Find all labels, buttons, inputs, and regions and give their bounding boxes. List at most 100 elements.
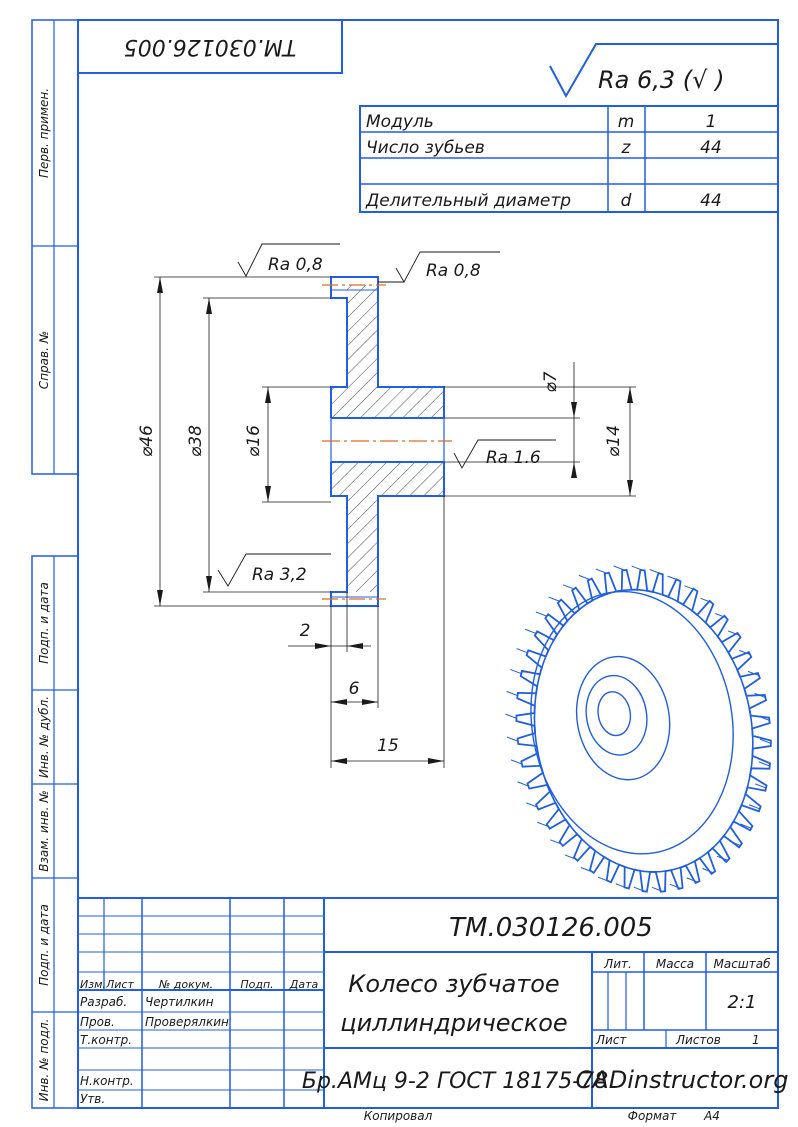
- title-block: Изм. Лист № докум. Подп. Дата Разраб. Че…: [77, 897, 789, 1109]
- tb-role: Н.контр.: [80, 1074, 134, 1088]
- gear-tooth-edge: [700, 597, 712, 603]
- gear-tooth-edge: [517, 781, 529, 787]
- gear-tooth-edge: [702, 868, 714, 874]
- tb-sheets-value: 1: [752, 1033, 760, 1047]
- gear-tooth-edge: [748, 804, 761, 810]
- tb-sheets: Листов: [675, 1033, 721, 1047]
- tb-material: Бр.АМц 9-2 ГОСТ 18175-78: [302, 1069, 608, 1094]
- roughness-r1: Ra 0,8: [268, 255, 323, 275]
- gear-tooth-edge: [631, 565, 643, 571]
- param-value: 44: [700, 138, 722, 158]
- side-labels: Перв. примен. Справ. № Подп. и дата Инв.…: [37, 88, 51, 1101]
- tb-name-line2: циллиндрическое: [340, 1009, 567, 1037]
- param-symbol: d: [621, 191, 632, 211]
- tb-role: Разраб.: [80, 995, 127, 1009]
- tb-scale-label: Масштаб: [713, 957, 771, 971]
- dim-d46: ⌀46: [137, 425, 157, 457]
- gear-section-view: [322, 276, 452, 607]
- hatch-hub-top: [331, 387, 444, 418]
- gear-tooth-edge: [686, 877, 698, 883]
- tb-person: Проверялкин: [145, 1015, 229, 1029]
- gear-tooth-edge: [505, 713, 517, 719]
- tb-role: Утв.: [80, 1092, 105, 1106]
- tb-role: Пров.: [80, 1015, 115, 1029]
- tb-name-line1: Колесо зубчатое: [348, 970, 559, 998]
- footer-format-label: Формат: [628, 1109, 678, 1123]
- param-name: Число зубьев: [366, 138, 485, 158]
- section-outline-upper: [330, 276, 445, 418]
- roughness-marks: Ra 0,8 Ra 0,8 Ra 1.6 Ra 3,2: [217, 243, 556, 587]
- gear-tooth-edge: [615, 883, 627, 889]
- dim-d7: ⌀7: [541, 371, 561, 392]
- side-label: Справ. №: [37, 331, 51, 389]
- gear-tooth-edge: [747, 670, 760, 677]
- gear-3d-view: [505, 565, 772, 893]
- gear-tooth-edge: [510, 759, 523, 765]
- gear-tooth-edge: [510, 668, 522, 675]
- gear-tooth-edge: [716, 855, 728, 861]
- param-name: Делительный диаметр: [365, 191, 571, 211]
- side-label: Взам. инв. №: [37, 790, 51, 871]
- gear-tooth-edge: [728, 630, 740, 636]
- hatch-rim-bottom: [347, 496, 378, 592]
- tb-header-izm: Изм.: [80, 978, 106, 991]
- dim-l15: 15: [377, 736, 399, 756]
- gear-teeth: [505, 565, 772, 893]
- tb-lit: Лит.: [603, 957, 632, 971]
- tb-person: Чертилкин: [145, 995, 214, 1009]
- gear-tooth-edge: [715, 613, 727, 619]
- dimensions: ⌀46 ⌀38 ⌀16 ⌀7 ⌀14 2: [137, 276, 636, 768]
- tb-mass: Масса: [656, 957, 694, 971]
- hatch-hub-bottom: [331, 462, 444, 496]
- general-roughness: Ra 6,3 (√ ): [549, 43, 778, 99]
- tb-header-doc: № докум.: [158, 978, 213, 991]
- gear-tooth-edge: [516, 648, 528, 654]
- side-label: Подп. и дата: [37, 904, 51, 986]
- gear-tooth-edge: [506, 690, 518, 697]
- dim-d16: ⌀16: [244, 425, 264, 457]
- parameter-table: Модуль m 1 Число зубьев z 44 Делительный…: [359, 105, 779, 213]
- dim-d14: ⌀14: [604, 425, 624, 457]
- gear-tooth-edge: [684, 585, 696, 591]
- tb-sheet: Лист: [595, 1033, 627, 1047]
- param-symbol: z: [621, 138, 632, 158]
- tb-designation: ТМ.030126.005: [449, 913, 653, 943]
- gear-tooth-edge: [613, 565, 625, 571]
- gear-tooth-edge: [562, 584, 575, 590]
- gear-tooth-edge: [506, 736, 519, 742]
- gear-tooth-edge: [754, 783, 767, 789]
- gear-tooth-edge: [758, 715, 770, 721]
- gear-tooth-edge: [667, 575, 679, 581]
- gear-tooth-edge: [548, 596, 560, 602]
- tb-scale-value: 2:1: [728, 992, 757, 1013]
- tb-header-sign: Подп.: [240, 978, 273, 991]
- sheet-frame: [31, 19, 779, 1109]
- gear-tooth-edge: [740, 823, 752, 829]
- gear-tooth-edge: [739, 649, 751, 656]
- gear-tooth-edge: [759, 738, 772, 744]
- hatch-rim-top: [347, 285, 378, 387]
- stamp-text: ТМ.030126.005: [124, 34, 296, 59]
- gear-tooth-profile: [515, 568, 772, 893]
- gear-tooth-edge: [633, 886, 645, 892]
- roughness-r3: Ra 1.6: [486, 448, 541, 468]
- tb-org: CADinstructor.org: [576, 1066, 789, 1094]
- gear-tooth-edge: [580, 867, 592, 873]
- side-label: Инв. № дубл.: [37, 696, 51, 778]
- tb-header-list: Лист: [105, 978, 134, 991]
- gear-tooth-edge: [526, 802, 538, 808]
- gear-tooth-edge: [729, 840, 741, 846]
- gear-tooth-edge: [754, 692, 766, 699]
- dim-d38: ⌀38: [186, 425, 206, 457]
- side-label: Перв. примен.: [37, 88, 51, 178]
- footer-copied: Копировал: [364, 1109, 433, 1123]
- tb-role: Т.контр.: [80, 1033, 132, 1047]
- gear-tooth-edge: [564, 854, 576, 860]
- gear-tooth-edge: [535, 611, 547, 617]
- param-name: Модуль: [366, 112, 434, 132]
- gear-tooth-edge: [537, 821, 549, 827]
- gear-tooth-edge: [597, 876, 610, 882]
- dim-l6: 6: [349, 679, 360, 699]
- gear-tooth-edge: [758, 761, 770, 767]
